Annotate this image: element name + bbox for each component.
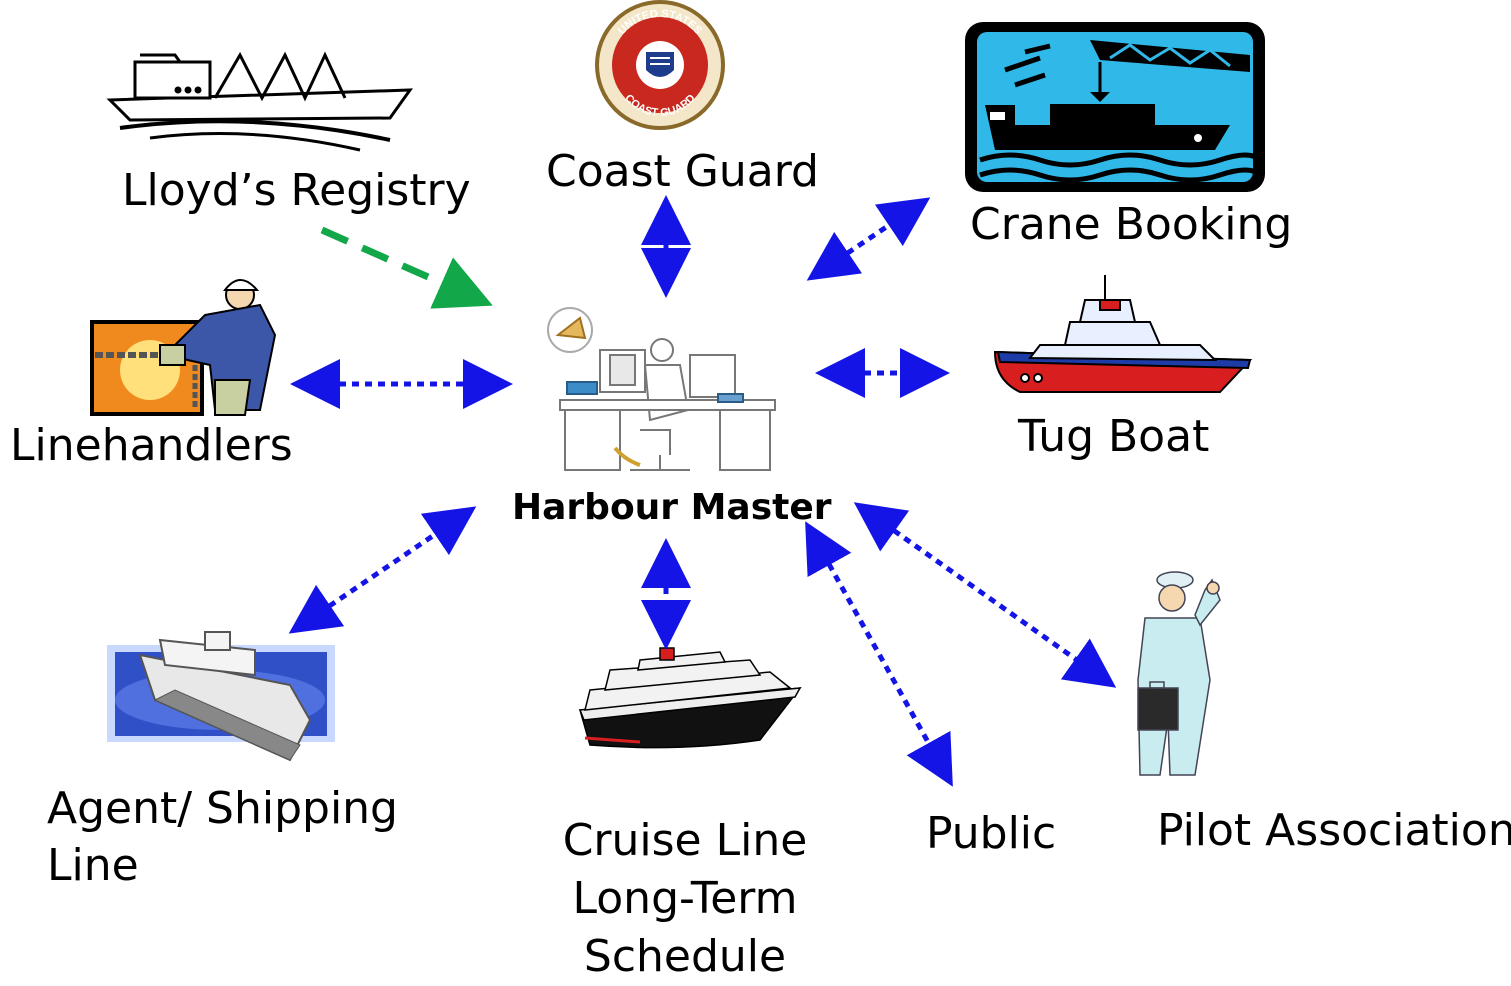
cargo-ship-icon [106, 51, 413, 152]
coast-guard-seal-icon: UNITED STATES COAST GUARD [595, 0, 725, 130]
arrow-public [805, 521, 953, 787]
agent-label-line-1: Agent/ Shipping [47, 783, 398, 834]
arrows [288, 195, 1117, 787]
harbour-master-label: Harbour Master [512, 487, 832, 528]
pilot-association-label: Pilot Association [1157, 805, 1511, 856]
crane-booking-label: Crane Booking [970, 199, 1293, 250]
arrow-pilot [853, 502, 1117, 688]
tug-boat-label: Tug Boat [1018, 411, 1210, 462]
agent-label-line-2: Line [47, 840, 139, 892]
cruise-line-label: Cruise Line Long-Term Schedule [560, 812, 810, 986]
arrow-lloyds [320, 226, 493, 309]
linehandlers-label: Linehandlers [10, 420, 293, 471]
crane-ship-icon [965, 22, 1265, 192]
cruise-label-line-1: Cruise Line [562, 815, 808, 866]
arrow-agent [288, 506, 477, 634]
linehandler-worker-icon [90, 279, 277, 416]
ferry-ship-icon [107, 631, 335, 762]
harbour-master-desk-icon [547, 307, 776, 471]
arrow-crane [806, 197, 931, 281]
public-label: Public [926, 808, 1057, 859]
pilot-captain-icon [1137, 571, 1221, 776]
lloyds-registry-label: Lloyd’s Registry [122, 165, 471, 216]
cruise-label-line-2: Long-Term [572, 873, 798, 925]
cruise-label-line-3: Schedule [583, 931, 787, 983]
cruise-ship-icon [578, 647, 802, 749]
coast-guard-label: Coast Guard [546, 146, 819, 197]
tug-boat-icon [993, 275, 1253, 393]
agent-shipping-line-label: Agent/ Shipping Line [47, 780, 398, 894]
